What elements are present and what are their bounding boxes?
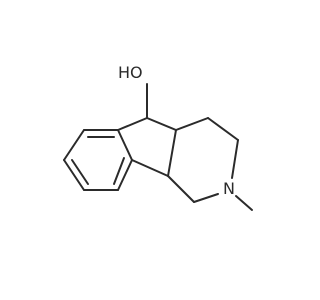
bond-c3-c4 — [63, 159, 85, 191]
double-bond-inner-right — [113, 157, 125, 185]
bond-c9a-c4b — [167, 129, 177, 177]
hydroxyl-label: HO — [118, 63, 143, 82]
structure-diagram: HO N — [63, 63, 253, 211]
bond-c9-c9a — [146, 117, 177, 131]
nitrogen-label: N — [223, 179, 235, 198]
piperidine-ring — [167, 117, 239, 203]
bond-c1p-c4b — [167, 175, 195, 203]
double-bond-inner-left — [71, 159, 89, 185]
bond-c9a-c8 — [175, 117, 209, 131]
cyclopentane-ring — [117, 117, 177, 177]
bond-n-methyl — [235, 195, 253, 211]
bond-c6-c1 — [117, 129, 133, 161]
bond-c5-c6 — [117, 159, 133, 191]
bond-c8-c7 — [207, 117, 239, 141]
bond-c4b-c6 — [131, 159, 169, 177]
molecule-canvas: HO N — [63, 63, 253, 211]
bond-n-c1p — [193, 193, 219, 203]
bond-c1-c9 — [117, 117, 148, 131]
bond-c7-n — [231, 139, 239, 179]
bond-c2-c3 — [63, 129, 85, 161]
benzene-ring — [63, 129, 133, 191]
